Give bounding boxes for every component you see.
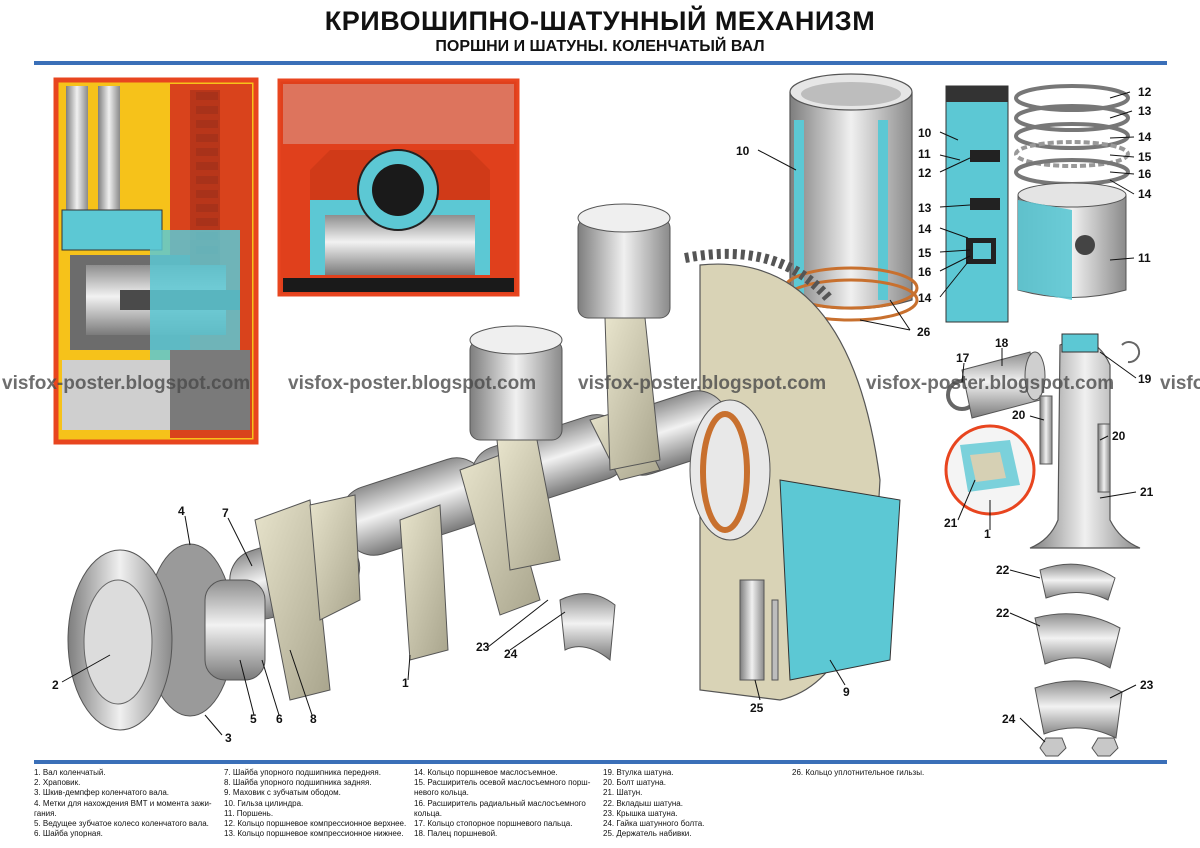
rod-detail-zoom <box>944 424 1036 516</box>
connecting-rod-exploded <box>1029 333 1141 757</box>
crankshaft-pulley <box>67 543 266 731</box>
legend-item: 20. Болт шатуна. <box>603 778 666 788</box>
callout-3: 3 <box>225 731 232 745</box>
poster-title: КРИВОШИПНО-ШАТУННЫЙ МЕХАНИЗМ <box>324 6 876 36</box>
watermark: visfox-poster.blogspot.com <box>2 373 250 394</box>
callout-22: 22 <box>996 606 1010 620</box>
poster-subtitle: ПОРШНИ И ШАТУНЫ. КОЛЕНЧАТЫЙ ВАЛ <box>435 38 765 55</box>
legend-item: 14. Кольцо поршневое маслосъемное. <box>414 768 558 777</box>
legend-item: 25. Держатель набивки. <box>603 829 692 839</box>
legend-column-5: 26. Кольцо уплотнительное гильзы. <box>792 768 992 778</box>
callout-26: 26 <box>917 325 931 339</box>
legend-column-1: 1. Вал коленчатый. 2. Храповик. 3. Шкив-… <box>34 768 214 839</box>
callout-19: 19 <box>1138 372 1152 386</box>
legend-item: 9. Маховик с зубчатым ободом. <box>224 788 341 798</box>
legend-item: 17. Кольцо стопорное поршневого пальца. <box>414 819 573 829</box>
watermark: visfox-poster.blogspot.com <box>866 373 1114 394</box>
legend-item: 15. Расширитель осевой маслосъемного пор… <box>414 778 591 788</box>
callout-10: 10 <box>736 144 750 158</box>
legend-item: 23. Крышка шатуна. <box>603 808 678 818</box>
callout-14: 14 <box>918 222 932 236</box>
piston-rod-assembly-rear <box>577 203 671 471</box>
piston-pin-assembly <box>946 341 1141 419</box>
callout-8: 8 <box>310 712 317 726</box>
leader-lines <box>61 91 1137 743</box>
legend-item: 21. Шатун. <box>603 788 643 798</box>
legend-item: 10. Гильза цилиндра. <box>224 798 304 808</box>
callout-15: 15 <box>918 246 932 260</box>
legend-item: гания. <box>34 808 57 818</box>
legend-item: 7. Шайба упорного подшипника передняя. <box>224 768 381 777</box>
watermark: visfox-poster.blogspot.com <box>578 373 826 394</box>
callout-21: 21 <box>1140 485 1154 499</box>
callout-24: 24 <box>1002 712 1016 726</box>
legend-item: 16. Расширитель радиальный маслосъемного <box>414 798 586 808</box>
legend-item: 18. Палец поршневой. <box>414 829 498 839</box>
callout-4: 4 <box>178 504 185 518</box>
callout-1: 1 <box>984 527 991 541</box>
legend-item: 19. Втулка шатуна. <box>603 768 674 777</box>
bearing-cutaway-panel <box>277 78 520 297</box>
legend-item: кольца. <box>414 808 442 818</box>
callout-1: 1 <box>402 676 409 690</box>
legend-item: 1. Вал коленчатый. <box>34 768 106 777</box>
watermark: visfox-poster.blogspot.com <box>288 373 536 394</box>
callout-11: 11 <box>1138 251 1151 265</box>
callout-14: 14 <box>1138 187 1152 201</box>
callout-20: 20 <box>1112 429 1126 443</box>
legend-item: 12. Кольцо поршневое компрессионное верх… <box>224 819 407 829</box>
piston-rings <box>1014 84 1130 186</box>
callout-18: 18 <box>995 336 1009 350</box>
piston-rod-assembly-front <box>469 325 616 661</box>
callout-21: 21 <box>944 516 958 530</box>
legend-item: 13. Кольцо поршневое компрессионное нижн… <box>224 829 404 839</box>
callout-7: 7 <box>222 506 229 520</box>
callout-12: 12 <box>1138 85 1152 99</box>
legend-item: 5. Ведущее зубчатое колесо коленчатого в… <box>34 819 209 829</box>
bottom-divider <box>34 760 1167 764</box>
callout-15: 15 <box>1138 150 1152 164</box>
callout-13: 13 <box>1138 104 1152 118</box>
legend-item: 26. Кольцо уплотнительное гильзы. <box>792 768 925 777</box>
callout-16: 16 <box>918 265 932 279</box>
packing-holder <box>739 579 779 681</box>
callout-6: 6 <box>276 712 283 726</box>
legend-column-3: 14. Кольцо поршневое маслосъемное. 15. Р… <box>414 768 594 839</box>
callout-17: 17 <box>956 351 970 365</box>
callout-24: 24 <box>504 647 518 661</box>
callout-2: 2 <box>52 678 59 692</box>
callout-11: 11 <box>918 147 931 161</box>
piston-cutaway <box>1017 182 1127 300</box>
callout-5: 5 <box>250 712 257 726</box>
piston-ring-section <box>945 85 1009 323</box>
top-divider <box>34 61 1167 65</box>
callout-23: 23 <box>1140 678 1154 692</box>
callout-10: 10 <box>918 126 932 140</box>
legend-item: невого кольца. <box>414 788 469 798</box>
legend-item: 22. Вкладыш шатуна. <box>603 798 683 808</box>
callout-14: 14 <box>1138 130 1152 144</box>
legend-item: 24. Гайка шатунного болта. <box>603 819 705 829</box>
legend-item: 8. Шайба упорного подшипника задняя. <box>224 778 372 788</box>
legend-item: 11. Поршень. <box>224 808 274 818</box>
callout-20: 20 <box>1012 408 1026 422</box>
callout-12: 12 <box>918 166 932 180</box>
legend-item: 6. Шайба упорная. <box>34 829 103 839</box>
legend-item: 2. Храповик. <box>34 778 81 788</box>
legend-column-2: 7. Шайба упорного подшипника передняя. 8… <box>224 768 407 839</box>
callout-22: 22 <box>996 563 1010 577</box>
callout-23: 23 <box>476 640 490 654</box>
cylinder-liner <box>783 73 919 322</box>
watermark: visfox <box>1160 373 1200 394</box>
callout-25: 25 <box>750 701 764 715</box>
callout-16: 16 <box>1138 167 1152 181</box>
callout-9: 9 <box>843 685 850 699</box>
legend-item: 3. Шкив-демпфер коленчатого вала. <box>34 788 169 798</box>
callout-14: 14 <box>918 291 932 305</box>
callout-13: 13 <box>918 201 932 215</box>
legend-column-4: 19. Втулка шатуна. 20. Болт шатуна. 21. … <box>603 768 783 839</box>
legend-item: 4. Метки для нахождения ВМТ и момента за… <box>34 798 212 808</box>
front-end-cutaway-panel <box>53 77 259 445</box>
